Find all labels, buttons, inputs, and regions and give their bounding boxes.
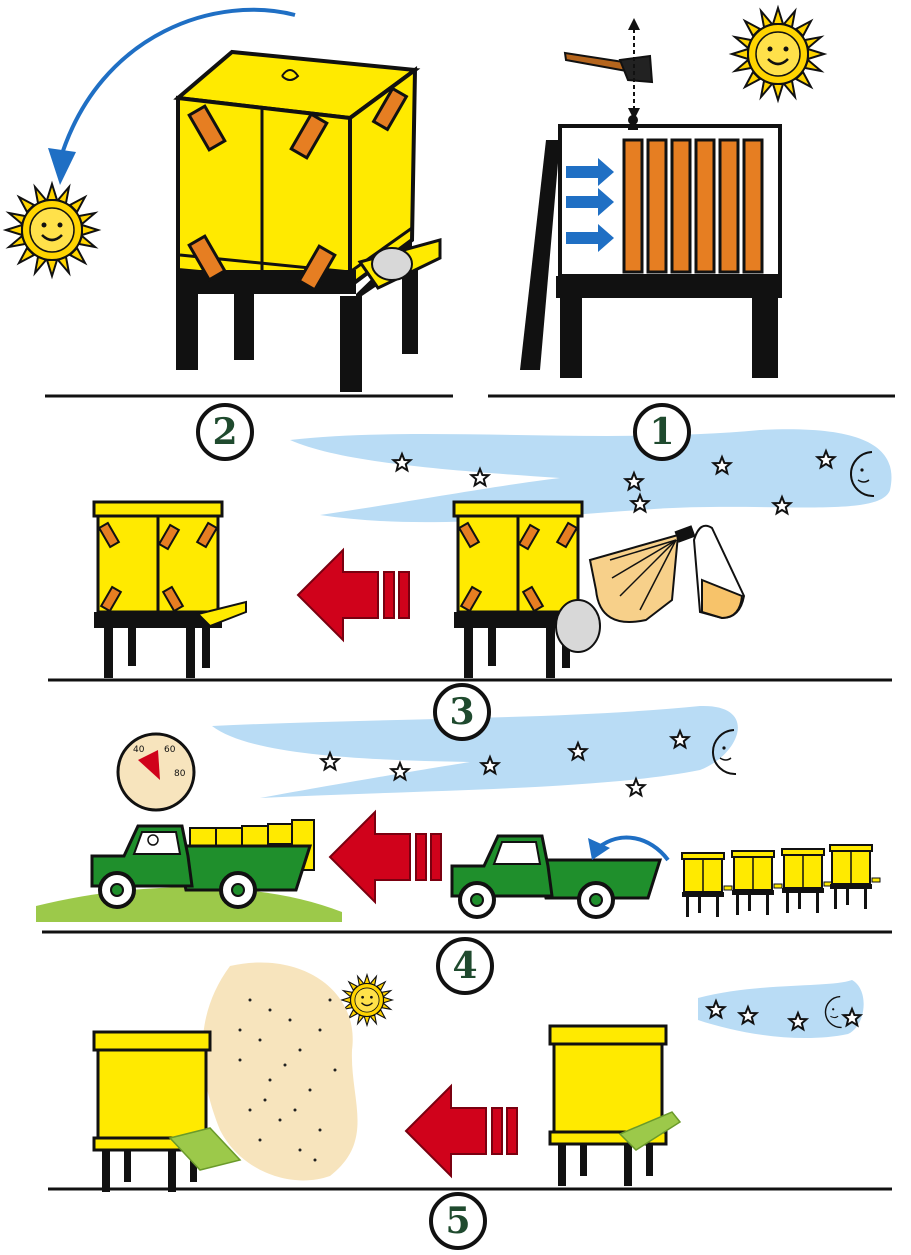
step-number-3: 3 [433, 683, 491, 741]
large-hive [176, 52, 440, 392]
box-hive-old-site [550, 1026, 666, 1186]
step-number-5: 5 [429, 1192, 487, 1250]
red-arrow-icon [330, 812, 441, 902]
hammer-icon [565, 18, 652, 120]
sun-icon [6, 184, 98, 276]
thermometer-tick-3: 80 [174, 769, 186, 779]
empty-truck [452, 836, 660, 917]
mini-hive [682, 853, 732, 917]
panel-step-5 [94, 962, 864, 1192]
blue-arrow-head [48, 148, 76, 185]
step-number-1: 1 [633, 403, 691, 461]
panel-step-1 [520, 8, 824, 378]
panel-step-3 [94, 429, 891, 678]
bee-cluster [556, 600, 600, 652]
sprayer-icon [590, 525, 744, 622]
mini-hive [830, 845, 880, 909]
grass-patch [36, 887, 342, 922]
small-hive-open [454, 502, 582, 678]
box-hive-new-site [94, 1032, 210, 1192]
panel-step-2 [6, 10, 440, 392]
night-sky [290, 429, 891, 522]
star-icon [628, 779, 645, 795]
thermometer-tick-1: 40 [133, 745, 145, 755]
mini-hive [782, 849, 832, 913]
blue-arrow-icon [566, 158, 614, 252]
red-arrow-icon [406, 1086, 517, 1176]
step-number-4: 4 [436, 937, 494, 995]
thermometer-tick-2: 60 [164, 745, 176, 755]
mini-hive [732, 851, 782, 915]
sun-icon [732, 8, 824, 100]
small-hive-closed [94, 502, 222, 678]
step-number-2: 2 [196, 403, 254, 461]
thermometer-icon: 40 60 80 [118, 734, 194, 810]
red-arrow-icon [298, 550, 409, 640]
